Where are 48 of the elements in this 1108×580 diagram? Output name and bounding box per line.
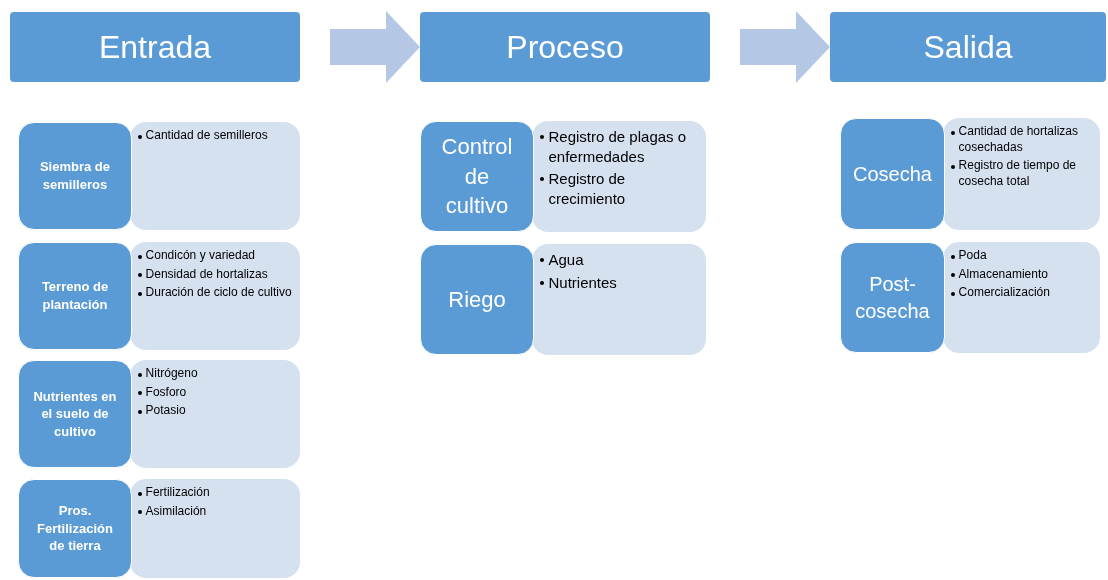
category-label: Siembra de semilleros (38, 158, 112, 194)
bullet-item: Densidad de hortalizas (145, 266, 268, 283)
category-label: Post-cosecha (854, 271, 931, 324)
bullet-item: Comercialización (958, 285, 1050, 301)
category-label: Pros. Fertilización de tierra (36, 502, 114, 555)
stage-title: Entrada (98, 28, 212, 67)
bullet-item: Cantidad de semilleros (145, 128, 268, 144)
category-label: Control de cultivo (440, 132, 514, 221)
bullet-item: Poda (958, 248, 987, 264)
detail-box (130, 479, 300, 578)
detail-box (943, 242, 1100, 353)
category-box (18, 242, 132, 350)
bullet-item: Almacenamiento (958, 266, 1048, 283)
bullet-item: Asimilación (145, 503, 207, 520)
detail-box (130, 242, 300, 350)
bullet-item: Registro de crecimiento (548, 169, 627, 208)
category-label: Cosecha (853, 161, 932, 187)
bullet-item: Fosforo (145, 384, 187, 401)
stage-header (420, 12, 710, 82)
detail-box (532, 121, 706, 232)
category-label: Terreno de plantación (40, 278, 110, 314)
bullet-item: Nutrientes (548, 272, 617, 292)
bullet-item: Condicón y variedad (145, 248, 255, 264)
stage-header (10, 12, 300, 82)
bullet-item: Registro de plagas o enfermedades (548, 127, 688, 166)
category-box (420, 244, 534, 355)
bullet-item: Potasio (145, 403, 186, 419)
bullet-item: Nitrógeno (145, 366, 198, 382)
bullet-item: Registro de tiempo de cosecha total (958, 158, 1077, 190)
bullet-item: Agua (548, 250, 584, 270)
bullet-item: Cantidad de hortalizas cosechadas (958, 124, 1079, 156)
category-label: Nutrientes en el suelo de cultivo (32, 387, 118, 441)
detail-box (532, 244, 706, 355)
bullet-item: Duración de ciclo de cultivo (145, 285, 292, 301)
stage-title: Proceso (506, 28, 624, 67)
category-box (840, 118, 945, 230)
bullet-item: Fertilización (145, 485, 210, 501)
detail-box (130, 360, 300, 468)
category-box (420, 121, 534, 232)
category-box (18, 122, 132, 230)
category-label: Riego (448, 285, 506, 314)
stage-title: Salida (923, 28, 1013, 67)
category-box (840, 242, 945, 353)
category-box (18, 360, 132, 468)
category-box (18, 479, 132, 578)
detail-box (943, 118, 1100, 230)
detail-box (130, 122, 300, 230)
stage-header (830, 12, 1106, 82)
